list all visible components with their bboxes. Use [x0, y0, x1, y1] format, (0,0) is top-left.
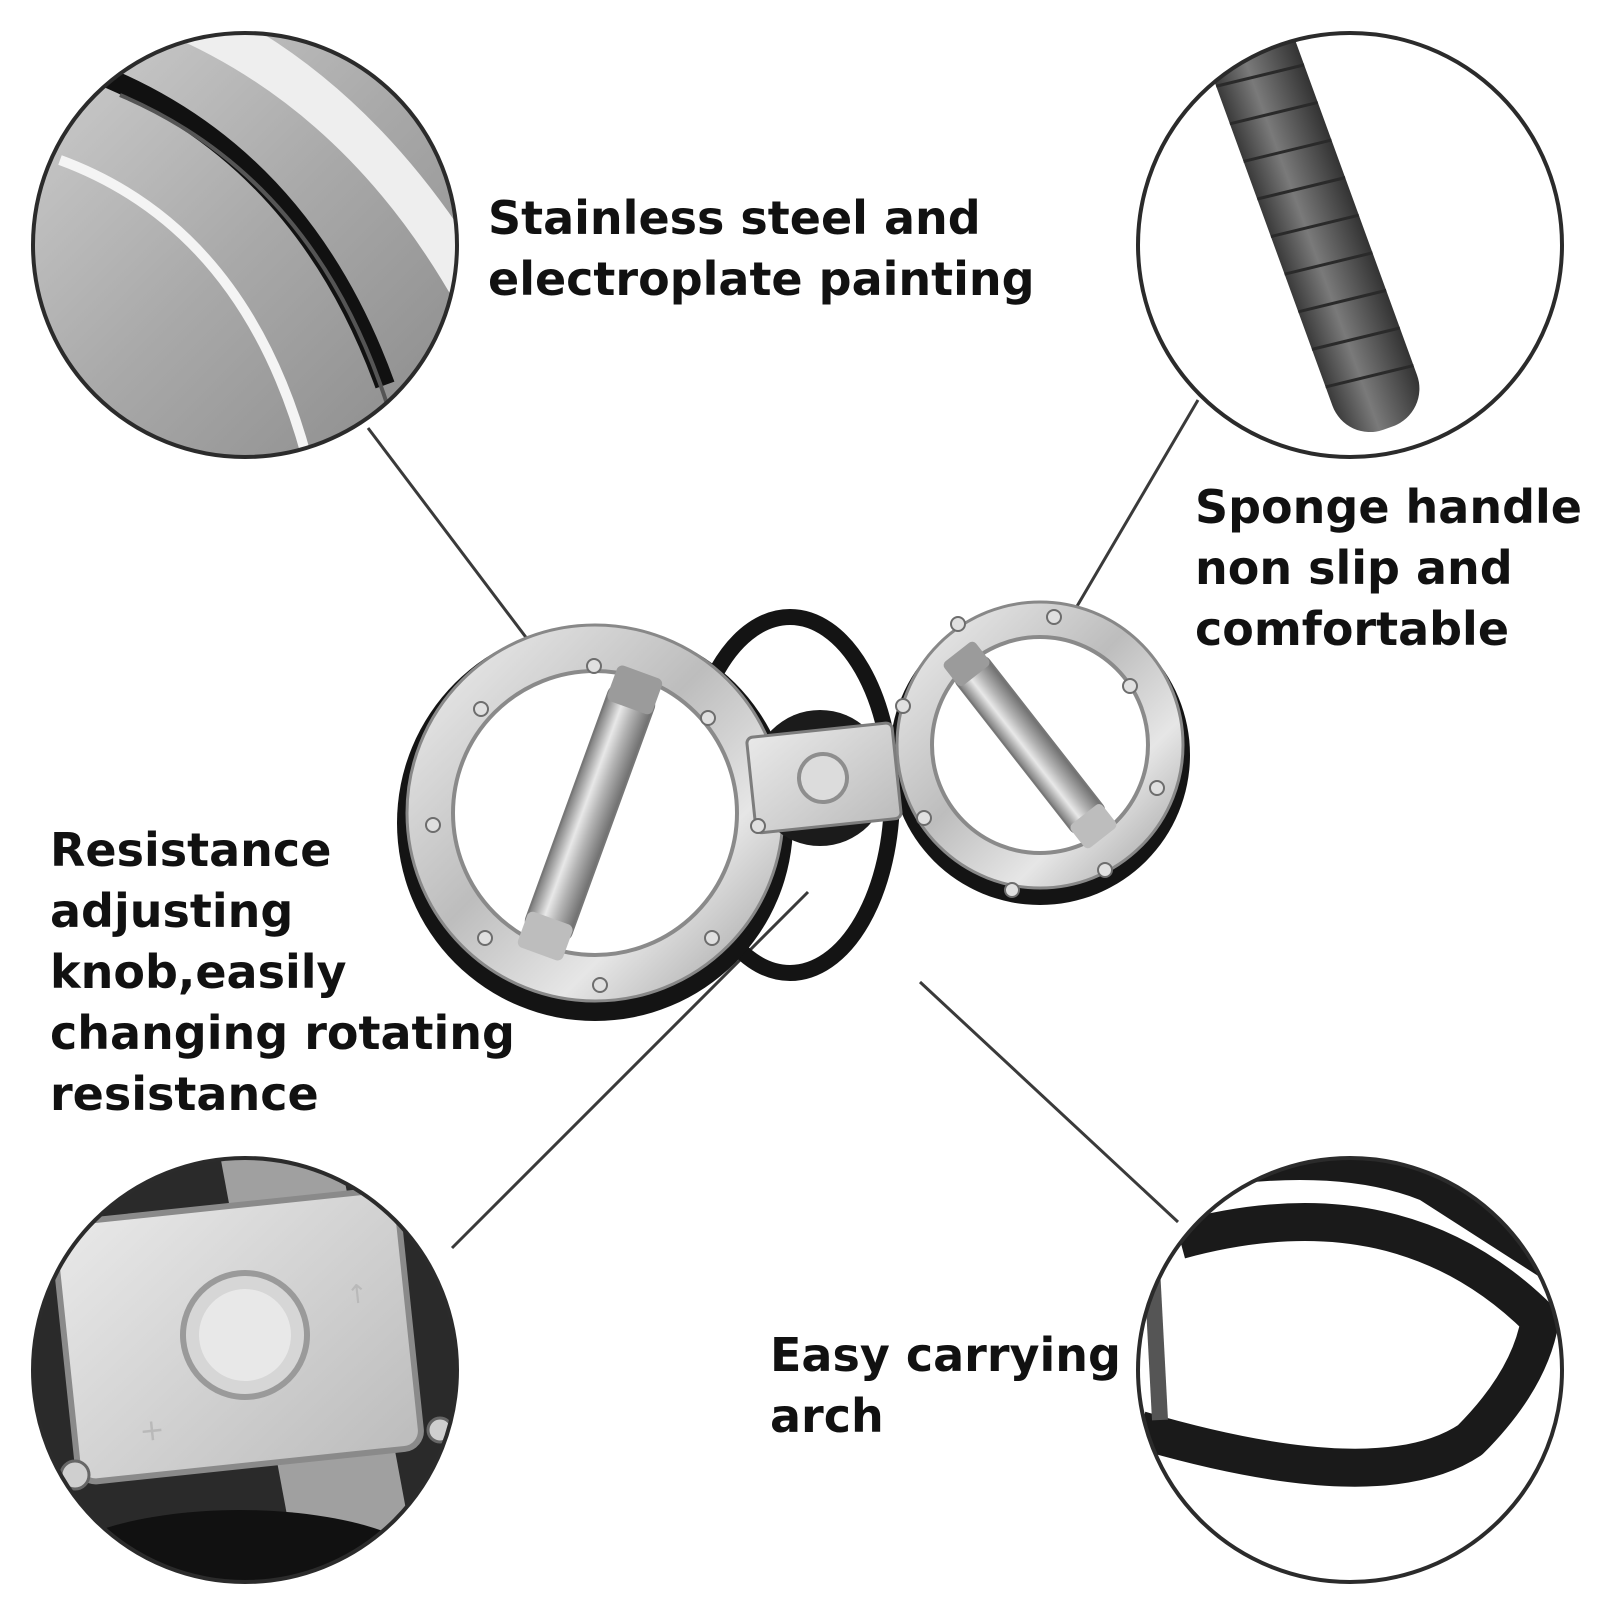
feature-text-line: Easy carrying: [770, 1328, 1121, 1382]
feature-text-line: Stainless steel and: [488, 191, 981, 245]
knob-detail-circle: + ↑: [31, 1156, 459, 1584]
feature-text-line: changing rotating: [50, 1006, 515, 1060]
feature-label-sponge: Sponge handle non slip and comfortable: [1195, 477, 1582, 660]
svg-text:↑: ↑: [345, 1279, 370, 1311]
feature-text-line: electroplate painting: [488, 252, 1035, 306]
feature-text-line: knob,easily: [50, 945, 347, 999]
forearm-trainer-product: [397, 600, 1190, 1021]
svg-text:+: +: [138, 1412, 167, 1449]
feature-text-line: comfortable: [1195, 602, 1510, 656]
feature-text-line: arch: [770, 1389, 884, 1443]
steel-detail-circle: [31, 31, 459, 459]
sponge-detail-circle: [1136, 31, 1564, 459]
arch-detail-circle: [1136, 1156, 1564, 1584]
feature-text-line: Resistance: [50, 823, 332, 877]
feature-text-line: Sponge handle: [1195, 480, 1582, 534]
feature-label-arch: Easy carrying arch: [770, 1325, 1121, 1447]
feature-text-line: adjusting: [50, 884, 294, 938]
feature-label-knob: Resistance adjusting knob,easily changin…: [50, 820, 515, 1125]
callout-line-steel: [366, 427, 530, 641]
feature-text-line: non slip and: [1195, 541, 1513, 595]
feature-text-line: resistance: [50, 1067, 319, 1121]
callout-line-arch: [918, 980, 1180, 1224]
feature-label-steel: Stainless steel and electroplate paintin…: [488, 188, 1035, 310]
